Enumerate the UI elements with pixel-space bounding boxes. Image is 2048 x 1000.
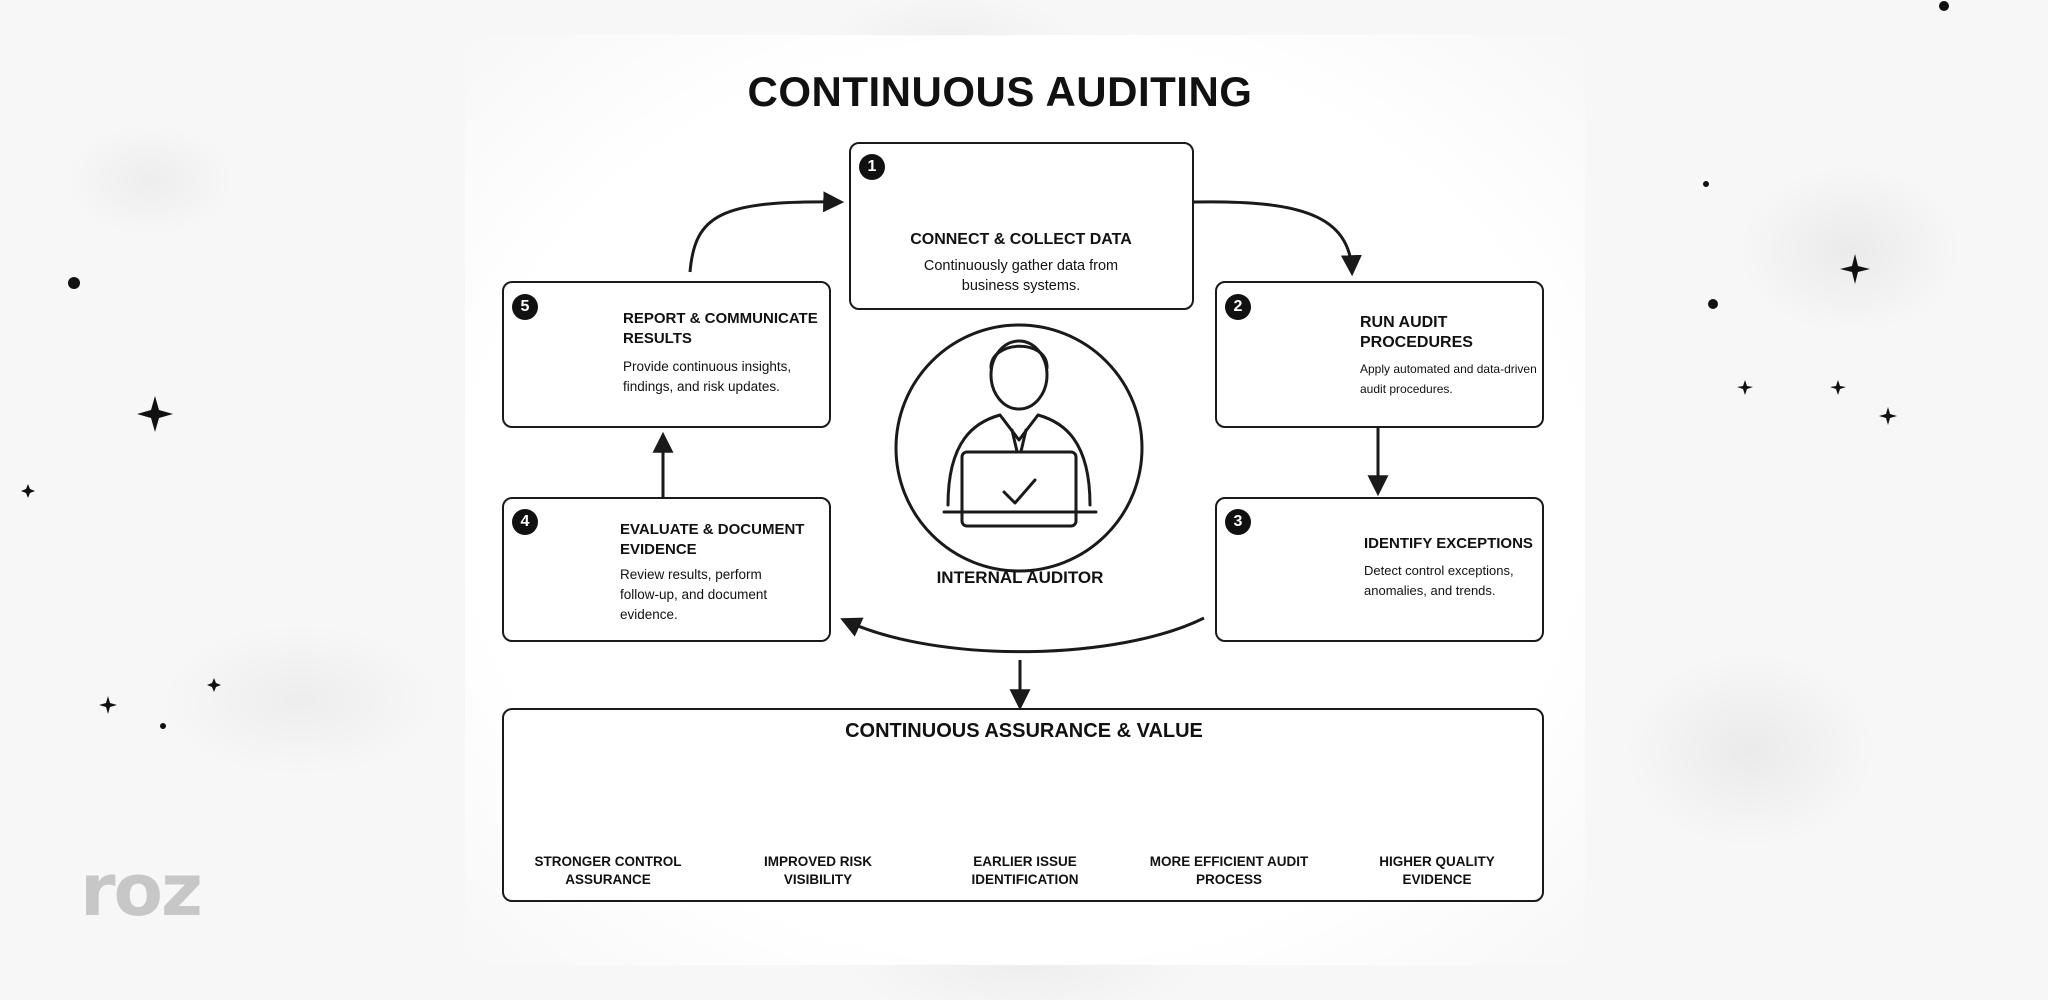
continuous-assurance-title: CONTINUOUS ASSURANCE & VALUE	[845, 720, 1203, 742]
step-5-card: 5 REPORT & COMMUNICATE RESULTS Provide c…	[502, 281, 831, 428]
step-3-title: IDENTIFY EXCEPTIONS	[1364, 535, 1533, 552]
step-1-desc: Continuously gather data from business s…	[923, 258, 1119, 294]
step-3-number: 3	[1225, 509, 1251, 535]
step-4-card: 4 EVALUATE & DOCUMENT EVIDENCE Review re…	[502, 497, 831, 642]
benefit-efficient-process: MORE EFFICIENT AUDIT PROCESS	[1149, 854, 1309, 887]
auditor-icon	[942, 339, 1098, 528]
step-3-card: 3 IDENTIFY EXCEPTIONS Detect control exc…	[1215, 497, 1544, 642]
benefit-stronger-control: STRONGER CONTROL ASSURANCE	[534, 854, 682, 887]
roz-logo: roz	[80, 848, 203, 932]
step-5-desc: Provide continuous insights, findings, a…	[623, 359, 792, 394]
step-3-desc: Detect control exceptions, anomalies, an…	[1364, 563, 1514, 598]
step-2-card: 2 RUN AUDIT PROCEDURES Apply automated a…	[1215, 281, 1544, 428]
step-2-number: 2	[1225, 294, 1251, 320]
step-1-card: 1 CONNECT & COLLECT DATA Continuously ga…	[849, 142, 1194, 310]
arrow-3-to-4	[840, 616, 1205, 654]
step-4-desc: Review results, perform follow-up, and d…	[620, 567, 768, 622]
step-1-number: 1	[859, 154, 885, 180]
step-5-title: REPORT & COMMUNICATE RESULTS	[623, 310, 818, 347]
arrow-5-to-1	[688, 191, 845, 273]
decorative-sparkles	[21, 1, 1949, 729]
step-2-desc: Apply automated and data-driven audit pr…	[1360, 362, 1537, 396]
step-5-number: 5	[512, 294, 538, 320]
internal-auditor-label: INTERNAL AUDITOR	[936, 568, 1104, 587]
continuous-assurance-panel: CONTINUOUS ASSURANCE & VALUE	[502, 708, 1544, 902]
benefit-quality-evidence: HIGHER QUALITY EVIDENCE	[1379, 854, 1495, 887]
step-4-title: EVALUATE & DOCUMENT EVIDENCE	[620, 521, 805, 558]
benefit-risk-visibility: IMPROVED RISK VISIBILITY	[763, 854, 872, 887]
benefit-earlier-identification: EARLIER ISSUE IDENTIFICATION	[971, 854, 1079, 887]
step-2-title: RUN AUDIT PROCEDURES	[1360, 314, 1473, 351]
page-title: CONTINUOUS AUDITING	[747, 68, 1253, 115]
step-1-title: CONNECT & COLLECT DATA	[910, 231, 1132, 248]
step-4-number: 4	[512, 509, 538, 535]
arrow-1-to-2	[1193, 200, 1362, 277]
